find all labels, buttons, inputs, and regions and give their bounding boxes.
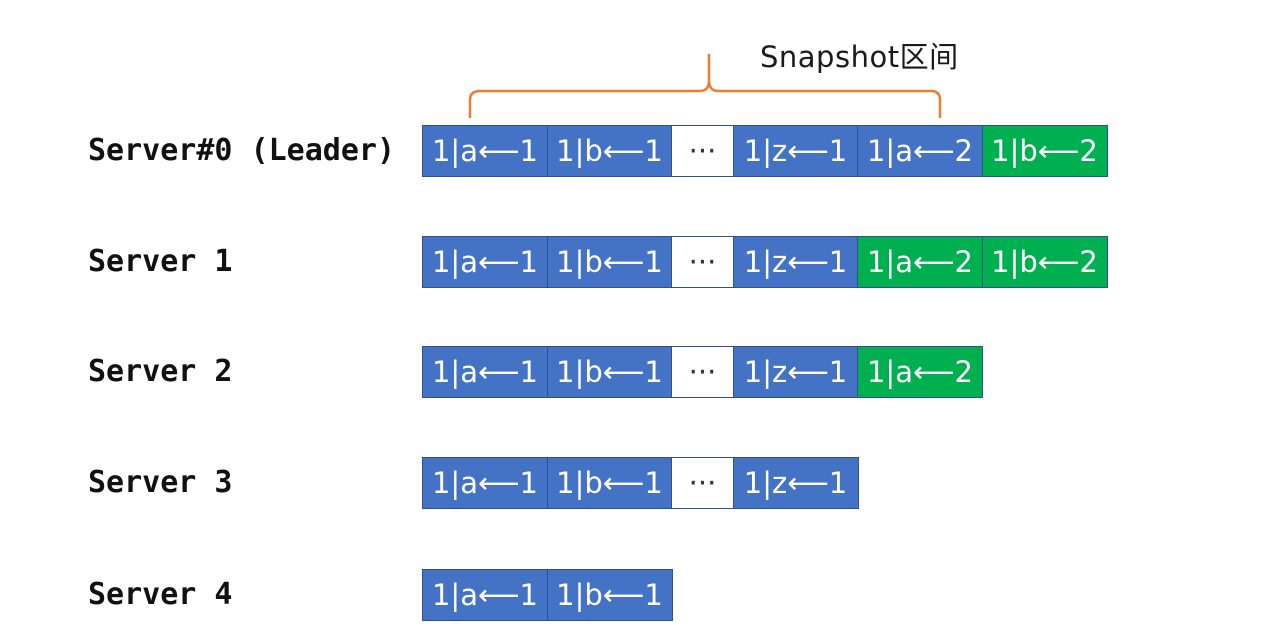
snapshot-brace-path [468, 54, 942, 118]
server-label-4: Server 4 [88, 577, 233, 612]
log-entry: 1|a⟵2 [857, 236, 983, 288]
log-entry: 1|b⟵1 [546, 569, 673, 621]
log-entry: 1|a⟵1 [422, 569, 548, 621]
log-entry-ellipsis: ··· [671, 125, 734, 177]
snapshot-label: Snapshot区间 [760, 40, 959, 74]
log-entry: 1|z⟵1 [732, 236, 859, 288]
log-entry: 1|b⟵2 [981, 125, 1108, 177]
server-label-2: Server 2 [88, 354, 233, 389]
log-entry: 1|b⟵1 [546, 346, 673, 398]
log-entry-ellipsis: ··· [671, 457, 734, 509]
server-label-1: Server 1 [88, 244, 233, 279]
log-entry: 1|a⟵1 [422, 236, 548, 288]
log-entry: 1|b⟵1 [546, 125, 673, 177]
log-entry-ellipsis: ··· [671, 236, 734, 288]
log-entry: 1|a⟵1 [422, 457, 548, 509]
log-entry: 1|b⟵2 [981, 236, 1108, 288]
server-label-3: Server 3 [88, 465, 233, 500]
log-entry-ellipsis: ··· [671, 346, 734, 398]
log-entry: 1|z⟵1 [732, 457, 859, 509]
log-entry: 1|b⟵1 [546, 236, 673, 288]
snapshot-brace [468, 54, 942, 118]
log-entry: 1|a⟵2 [857, 346, 983, 398]
log-entry: 1|a⟵1 [422, 346, 548, 398]
log-entry: 1|a⟵1 [422, 125, 548, 177]
server-label-0: Server#0 (Leader) [88, 133, 396, 168]
log-entry: 1|a⟵2 [857, 125, 983, 177]
log-entry: 1|z⟵1 [732, 346, 859, 398]
log-entry: 1|z⟵1 [732, 125, 859, 177]
log-entry: 1|b⟵1 [546, 457, 673, 509]
